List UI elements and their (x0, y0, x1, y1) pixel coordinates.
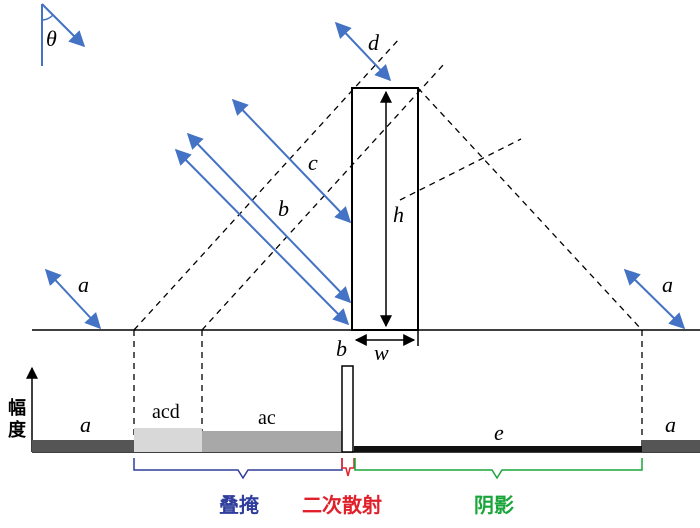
layover-bracket (133, 458, 343, 480)
ray-c (231, 98, 352, 224)
theta-label: θ (46, 26, 57, 51)
incidence-angle-indicator: θ (41, 3, 86, 66)
incidence-direction-arrow (41, 3, 86, 48)
segment-a-right (642, 440, 700, 452)
segment-label-ac: ac (258, 407, 276, 429)
segment-acd (134, 428, 202, 452)
label-h: h (393, 202, 404, 227)
label-b-base: b (336, 336, 347, 361)
label-a-right: a (662, 272, 673, 297)
dashed-line-shadow-end (417, 87, 643, 331)
ray-d (334, 21, 392, 82)
angle-arc (41, 14, 54, 21)
shadow-label: 阴影 (474, 493, 514, 517)
dashed-line-shadow-ray (399, 138, 522, 201)
label-d-ray: d (368, 30, 380, 55)
segment-label-a-left: a (80, 412, 91, 437)
segment-e (354, 446, 642, 452)
double-bounce-bracket (341, 458, 355, 477)
segment-ac (202, 431, 342, 452)
segment-label-e: e (494, 420, 504, 445)
dashed-line-acd-start (133, 37, 401, 331)
dashed-line-ac-start (201, 63, 445, 331)
label-w: w (374, 340, 389, 365)
double-bounce-label: 二次散射 (302, 493, 382, 517)
segment-label-a-right: a (665, 412, 676, 437)
ray-b-2 (186, 132, 352, 304)
segment-a-left (32, 440, 134, 452)
amplitude-label-char-2: 度 (8, 419, 27, 440)
shadow-bracket (354, 458, 643, 480)
ray-a-left (44, 268, 102, 330)
segment-label-acd: acd (152, 401, 180, 423)
label-c-ray: c (308, 150, 318, 175)
projection-lines (133, 37, 643, 448)
amplitude-label-char-1: 幅 (8, 397, 26, 418)
ray-a-right (623, 268, 686, 330)
ray-b-1 (174, 148, 350, 326)
label-b-ray: b (278, 196, 289, 221)
label-a-left: a (78, 272, 89, 297)
layover-label: 叠掩 (219, 493, 260, 517)
building (351, 87, 419, 331)
segment-double-bounce (341, 365, 354, 453)
radar-rays (44, 21, 686, 330)
